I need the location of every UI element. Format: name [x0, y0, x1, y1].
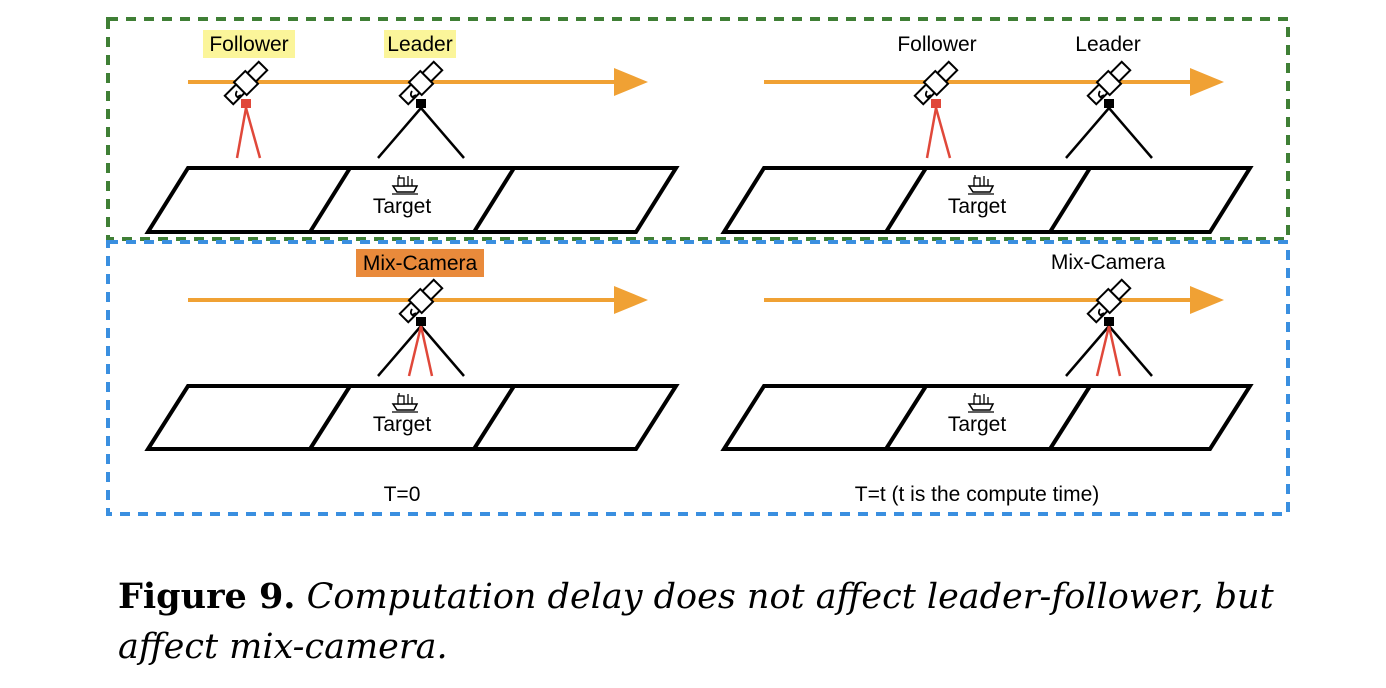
follower-label: Follower: [897, 33, 976, 56]
target-label: Target: [373, 195, 432, 218]
figure-number: Figure 9.: [118, 576, 296, 617]
target-label: Target: [948, 413, 1007, 436]
leader-beam: [1065, 99, 1153, 159]
follower-beam: [925, 99, 952, 159]
arrow-icon: [1190, 68, 1224, 96]
panel-mix-camera-t0: Mix-Camera Target T=0: [144, 249, 680, 506]
time-label-tt: T=t (t is the compute time): [855, 483, 1100, 506]
mix-camera-beam: [377, 317, 465, 377]
leader-highlight: [384, 30, 456, 58]
time-label-t0: T=0: [384, 483, 421, 506]
panel-leader-follower-t0: Follower Leader Target: [144, 30, 680, 234]
mix-camera-highlight: [356, 249, 484, 277]
panel-leader-follower-tt: Follower Leader Target: [720, 33, 1254, 234]
figure-caption: Figure 9. Computation delay does not aff…: [118, 572, 1298, 672]
mix-camera-label: Mix-Camera: [1051, 251, 1166, 274]
mix-camera-label: Mix-Camera: [363, 252, 478, 275]
follower-label: Follower: [209, 33, 288, 56]
panel-mix-camera-tt: Mix-Camera Target T=t (t is the compute …: [720, 251, 1254, 506]
arrow-icon: [614, 68, 648, 96]
arrow-icon: [1190, 286, 1224, 314]
arrow-icon: [614, 286, 648, 314]
target-label: Target: [373, 413, 432, 436]
mix-camera-box: [106, 240, 1290, 516]
leader-label: Leader: [1075, 33, 1140, 56]
follower-beam: [235, 99, 262, 159]
leader-follower-box: [106, 17, 1290, 241]
figure-diagram: Follower Leader Target Follower Leader T…: [106, 17, 1290, 516]
target-label: Target: [948, 195, 1007, 218]
mix-camera-beam: [1065, 317, 1153, 377]
leader-label: Leader: [387, 33, 452, 56]
caption-text: Computation delay does not affect leader…: [118, 577, 1274, 667]
follower-highlight: [203, 30, 295, 58]
leader-beam: [377, 99, 465, 159]
